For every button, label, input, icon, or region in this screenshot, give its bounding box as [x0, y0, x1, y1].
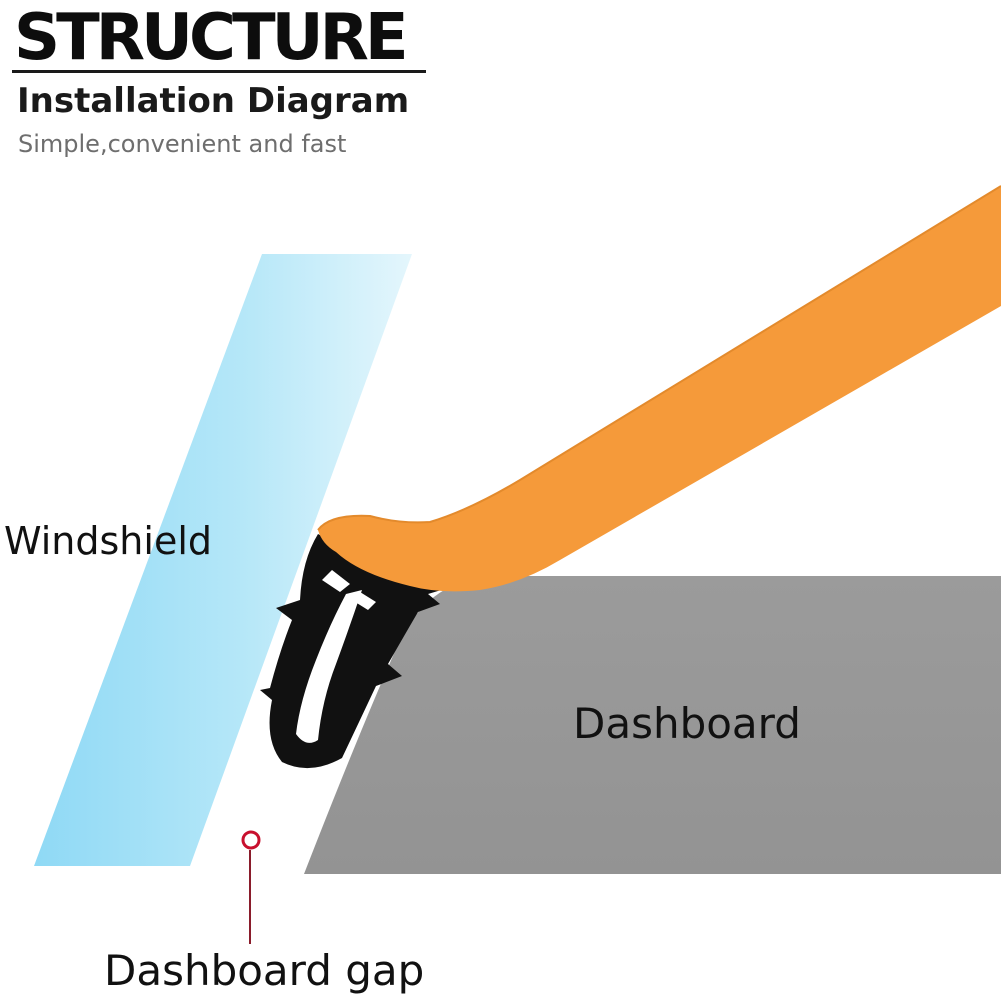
dashboard-label: Dashboard — [573, 699, 801, 748]
title-underline — [12, 70, 426, 73]
page-subtitle: Installation Diagram — [17, 81, 410, 121]
page-tagline: Simple,convenient and fast — [18, 130, 347, 158]
windshield-label: Windshield — [4, 519, 212, 563]
seal-strip-edge — [317, 185, 1001, 531]
dashboard-gap-label: Dashboard gap — [104, 946, 425, 995]
seal-rubber-profile — [260, 534, 460, 769]
windshield-glass — [34, 254, 412, 866]
page-title: STRUCTURE — [14, 1, 409, 75]
gap-marker — [241, 830, 261, 944]
seal-strip — [318, 186, 1001, 592]
gap-marker-ring — [241, 830, 261, 850]
dashboard-body — [304, 576, 1001, 874]
